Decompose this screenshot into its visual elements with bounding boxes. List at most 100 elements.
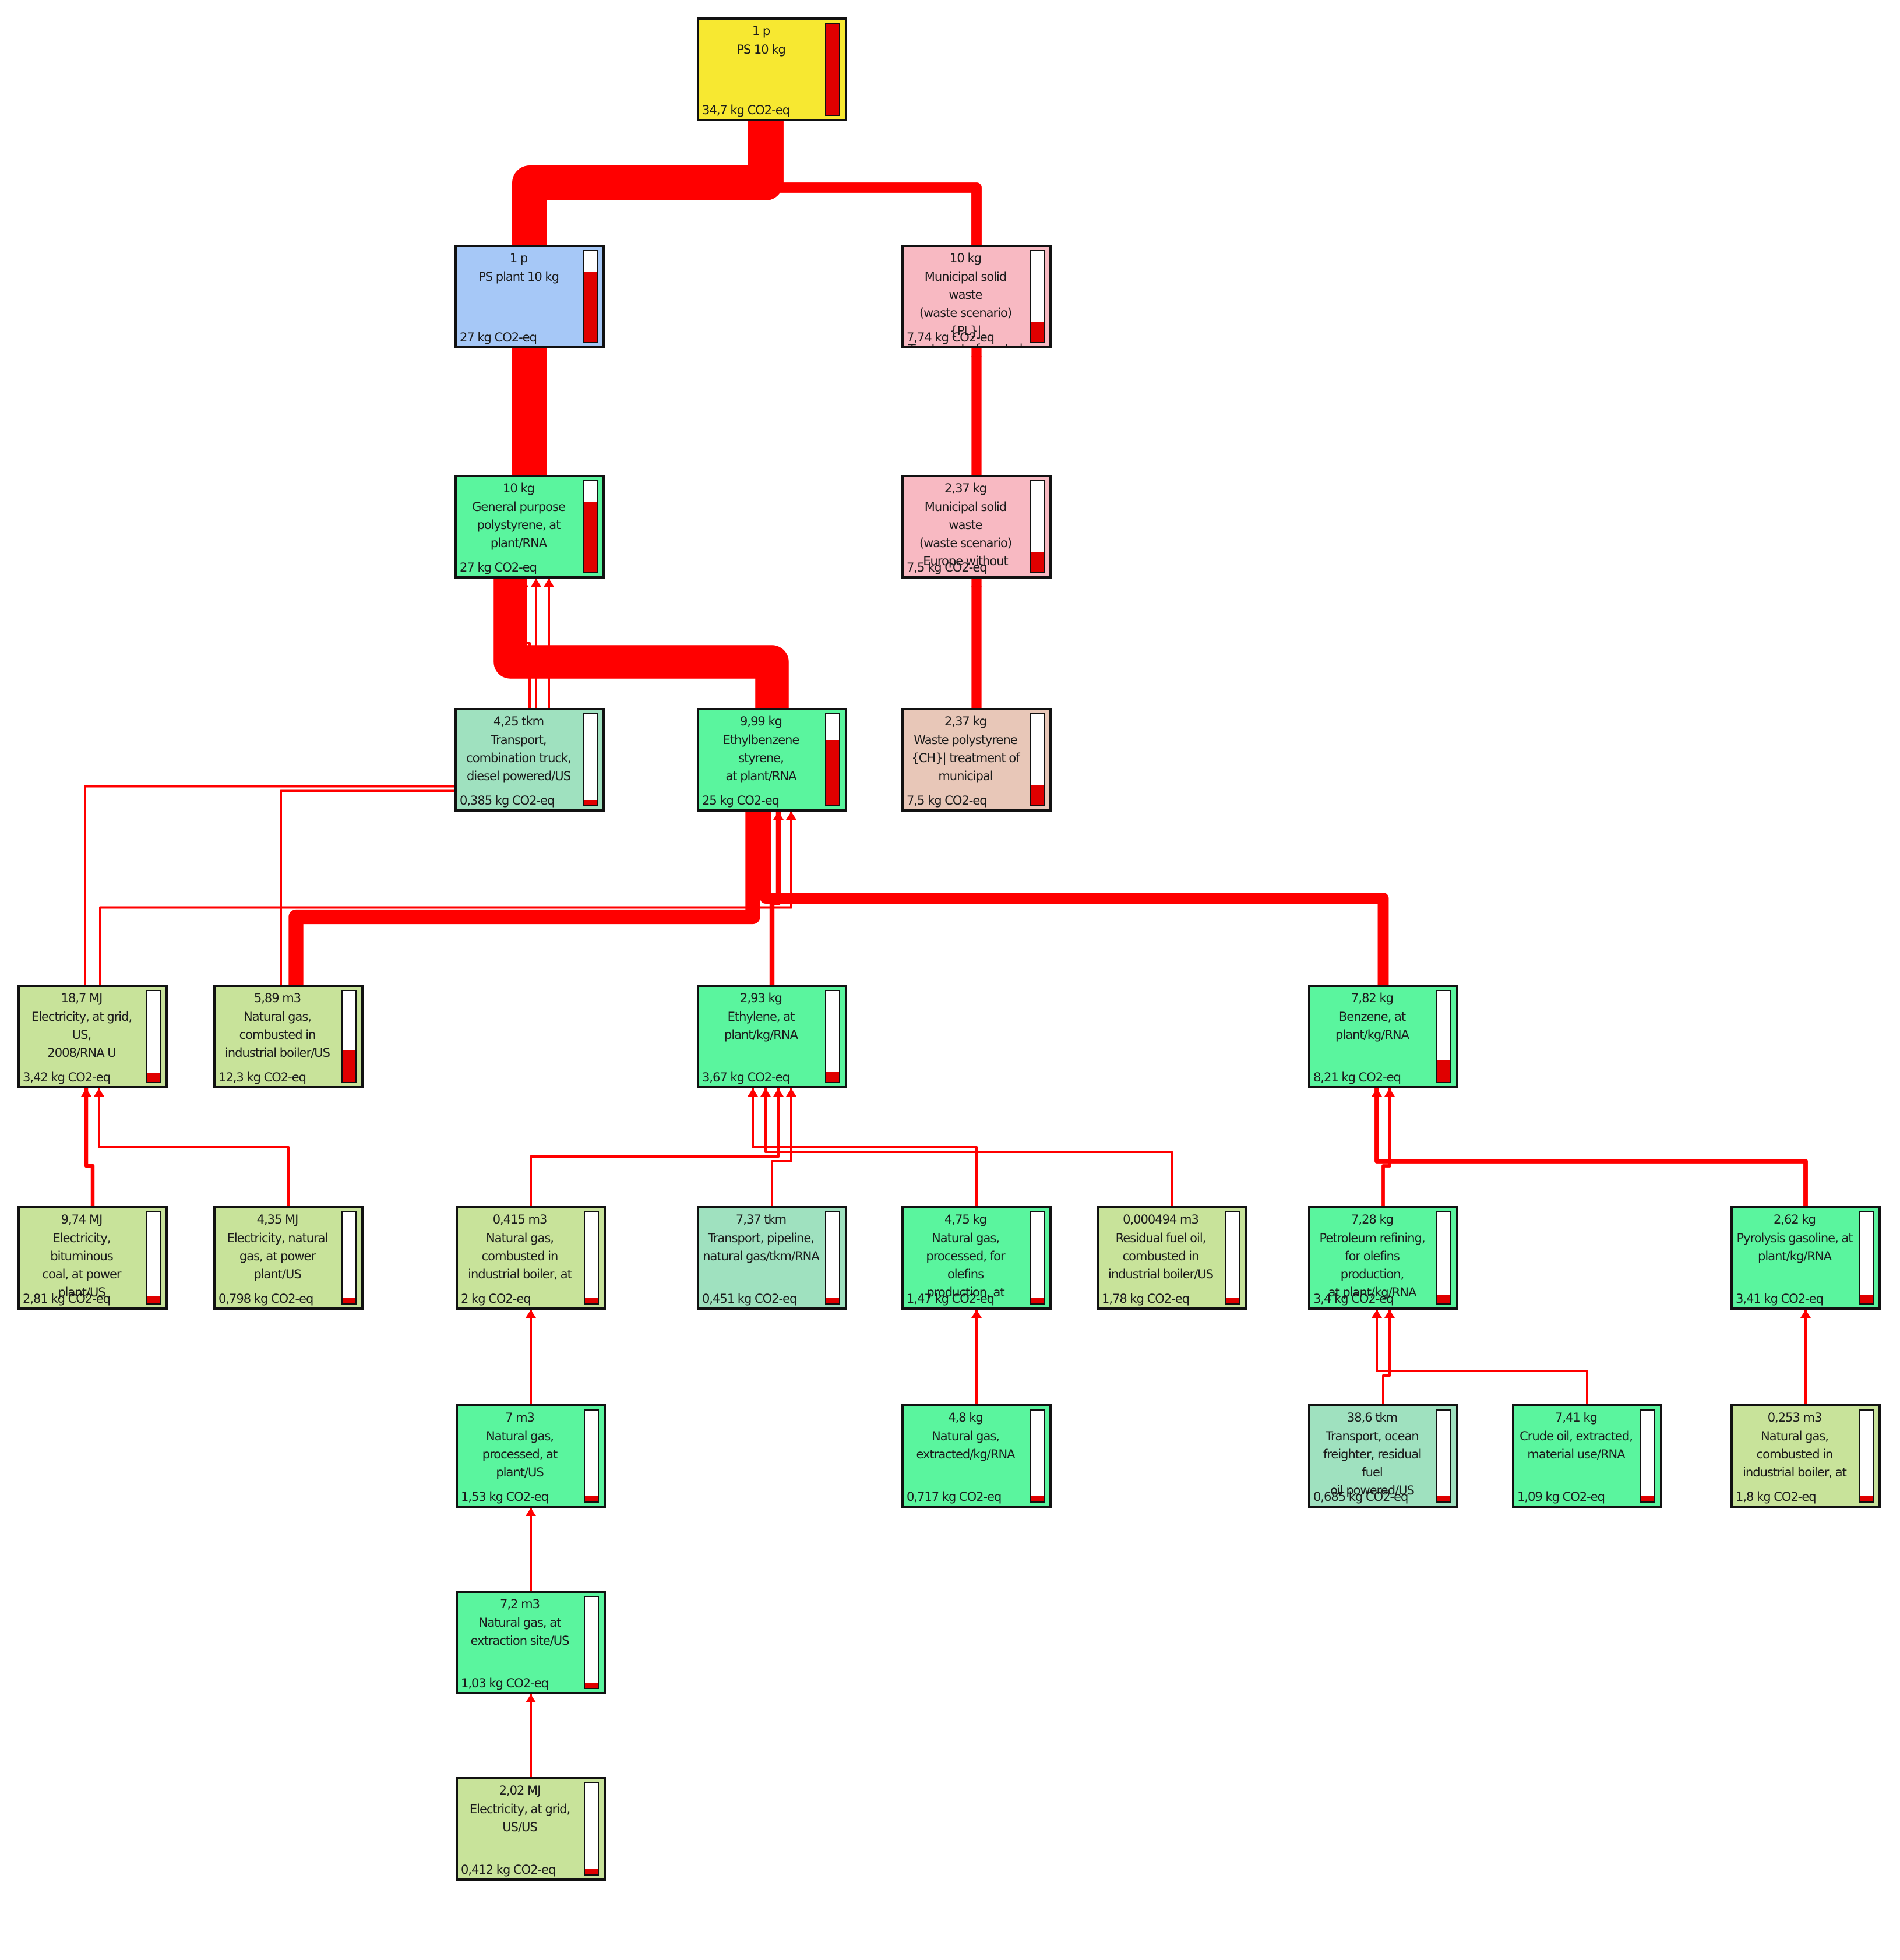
flow-arrowhead xyxy=(760,121,771,129)
flow-petroleum-to-benzene xyxy=(1381,1088,1391,1206)
impact-gauge-fill xyxy=(147,1296,160,1303)
node-impact: 7,5 kg CO2-eq xyxy=(907,794,988,808)
flow-arrowhead xyxy=(531,579,541,587)
impact-gauge xyxy=(1030,250,1045,343)
impact-gauge xyxy=(583,480,598,573)
node-impact: 3,67 kg CO2-eq xyxy=(702,1070,790,1084)
process-node-ethylene[interactable]: 2,93 kg Ethylene, at plant/kg/RNA 3,67 kg … xyxy=(697,985,847,1088)
flow-psplant-to-ps10 xyxy=(512,121,783,245)
node-amount: 10 kg xyxy=(503,481,535,495)
impact-gauge-fill xyxy=(584,271,597,342)
flow-crude-to-petroleum xyxy=(1376,1310,1588,1404)
node-amount: 9,99 kg xyxy=(740,714,782,728)
node-amount: 4,35 MJ xyxy=(256,1212,299,1226)
flow-elecgrid2008-to-ebstyrene xyxy=(99,812,792,985)
node-amount: 2,93 kg xyxy=(740,991,782,1005)
node-impact: 0,798 kg CO2-eq xyxy=(218,1292,313,1306)
node-impact: 3,41 kg CO2-eq xyxy=(1736,1292,1824,1306)
impact-gauge xyxy=(583,713,598,806)
flow-arrowhead xyxy=(786,812,796,820)
node-impact: 7,74 kg CO2-eq xyxy=(907,330,995,344)
impact-gauge-fill xyxy=(826,739,839,805)
node-amount: 0,415 m3 xyxy=(492,1212,548,1226)
flow-elecbit-to-elecgrid2008 xyxy=(84,1088,95,1206)
node-amount: 1 p xyxy=(509,251,528,265)
node-label: Municipal solid waste (waste scenario) E… xyxy=(919,500,1012,568)
flow-ngboiler1-to-ebstyrene xyxy=(288,812,760,985)
node-label: Natural gas, combusted in industrial boi… xyxy=(468,1231,572,1281)
flow-arrowhead xyxy=(971,348,982,357)
impact-gauge xyxy=(341,1211,357,1305)
flow-arrowhead xyxy=(526,1694,536,1702)
impact-gauge-fill xyxy=(585,1869,598,1874)
node-amount: 7,41 kg xyxy=(1555,1411,1598,1425)
node-impact: 34,7 kg CO2-eq xyxy=(702,103,790,117)
impact-gauge-fill xyxy=(826,24,839,115)
impact-gauge-fill xyxy=(585,1298,598,1303)
process-node-ngboiler2[interactable]: 0,415 m3 Natural gas, combusted in indust… xyxy=(456,1206,606,1310)
node-label: Transport, pipeline, natural gas/tkm/RNA xyxy=(703,1231,820,1263)
impact-gauge xyxy=(1436,1409,1451,1503)
node-label: Ethylene, at plant/kg/RNA xyxy=(724,1010,798,1042)
node-impact: 0,685 kg CO2-eq xyxy=(1313,1490,1408,1504)
node-label: PS 10 kg xyxy=(736,43,786,57)
impact-gauge xyxy=(584,1596,599,1689)
node-impact: 3,4 kg CO2-eq xyxy=(1313,1292,1394,1306)
node-impact: 1,78 kg CO2-eq xyxy=(1102,1292,1190,1306)
node-amount: 0,000494 m3 xyxy=(1123,1212,1199,1226)
node-impact: 1,03 kg CO2-eq xyxy=(461,1676,549,1690)
node-impact: 12,3 kg CO2-eq xyxy=(218,1070,306,1084)
node-impact: 8,21 kg CO2-eq xyxy=(1313,1070,1401,1084)
impact-gauge-fill xyxy=(826,1072,839,1082)
impact-gauge xyxy=(1436,990,1451,1083)
node-amount: 18,7 MJ xyxy=(61,991,103,1005)
flow-pipeline-to-ethylene xyxy=(771,1088,792,1206)
node-amount: 10 kg xyxy=(950,251,982,265)
impact-gauge-fill xyxy=(1437,1294,1450,1303)
flow-benzene-to-ebstyrene xyxy=(760,812,1389,985)
impact-gauge xyxy=(825,713,840,806)
impact-gauge xyxy=(1030,480,1045,573)
impact-gauge-fill xyxy=(1031,552,1044,572)
process-node-ps10[interactable]: 1 p PS 10 kg 34,7 kg CO2-eq xyxy=(697,17,847,121)
impact-gauge-fill xyxy=(584,799,597,805)
impact-gauge-fill xyxy=(585,1682,598,1688)
node-impact: 1,47 kg CO2-eq xyxy=(907,1292,995,1306)
node-impact: 3,42 kg CO2-eq xyxy=(23,1070,111,1084)
node-impact: 7,5 kg CO2-eq xyxy=(907,560,988,574)
node-impact: 2,81 kg CO2-eq xyxy=(23,1292,111,1306)
flow-truck-to-gpps xyxy=(522,579,531,708)
impact-gauge xyxy=(825,990,840,1083)
node-impact: 25 kg CO2-eq xyxy=(702,794,780,808)
node-amount: 7,28 kg xyxy=(1351,1212,1394,1226)
impact-gauge-fill xyxy=(1641,1496,1654,1501)
node-amount: 1 p xyxy=(752,24,770,38)
flow-arrowhead xyxy=(760,1088,771,1097)
node-impact: 0,451 kg CO2-eq xyxy=(702,1292,797,1306)
